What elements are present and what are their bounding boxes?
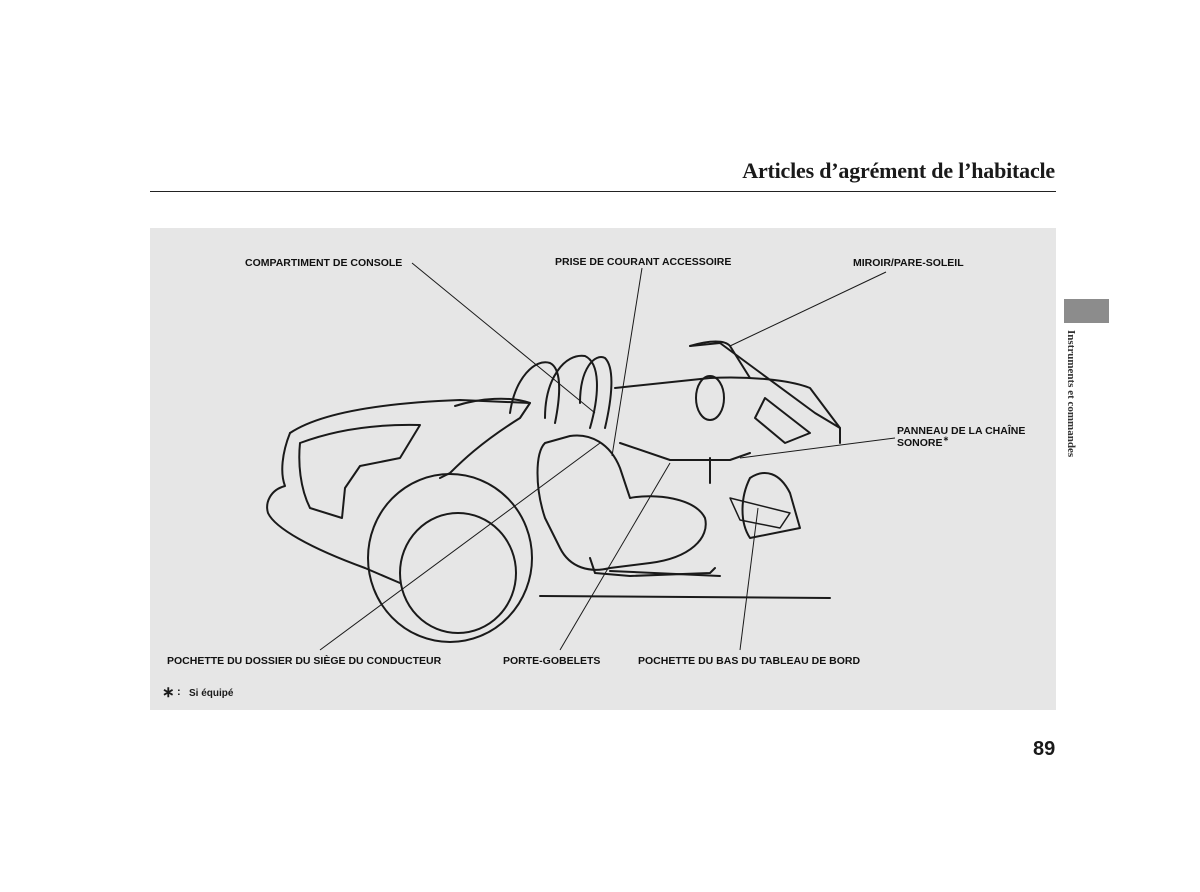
car-sill <box>539 595 831 599</box>
callout-lower-dash-pocket: POCHETTE DU BAS DU TABLEAU DE BORD <box>638 655 861 667</box>
rear-deck <box>454 397 531 419</box>
footnote-text: Si équipé <box>189 688 234 699</box>
leader-seat-pocket <box>319 442 601 651</box>
seatback-right <box>544 354 598 429</box>
callout-audio-panel-line1: PANNEAU DE LA CHAÎNE <box>897 425 1026 437</box>
rear-wheel-outer <box>367 473 533 643</box>
interior-figure: COMPARTIMENT DE CONSOLE PRISE DE COURANT… <box>150 228 1056 710</box>
page-title: Articles d’agrément de l’habitacle <box>742 158 1055 183</box>
lower-dash <box>741 472 801 539</box>
callout-mirror: MIROIR/PARE-SOLEIL <box>853 257 964 269</box>
car-rear-window <box>298 423 421 519</box>
section-tab-label: Instruments et commandes <box>1065 330 1077 458</box>
car-rear-fender <box>266 432 401 584</box>
leader-mirror <box>729 271 887 347</box>
dashboard <box>614 376 841 444</box>
seatback-left <box>509 361 561 424</box>
footnote-asterisk: ∗ <box>162 684 175 701</box>
section-tab <box>1064 299 1109 323</box>
callout-cup-holders: PORTE-GOBELETS <box>503 655 601 667</box>
header-rule <box>150 191 1056 192</box>
floor-mat <box>729 497 791 529</box>
callout-audio-panel-asterisk: ∗ <box>943 436 949 443</box>
callout-audio-panel-line2: SONORE <box>897 437 943 449</box>
leader-power-outlet <box>611 267 643 457</box>
leader-audio-panel <box>739 437 896 459</box>
callout-seat-pocket: POCHETTE DU DOSSIER DU SIÈGE DU CONDUCTE… <box>167 655 442 667</box>
windshield-frame <box>689 342 841 429</box>
leader-console <box>411 262 596 414</box>
callout-console: COMPARTIMENT DE CONSOLE <box>245 257 403 269</box>
driver-seat-base <box>589 557 716 577</box>
leader-lower-dash <box>739 507 759 651</box>
rear-wheel-inner <box>399 512 517 634</box>
steering-wheel <box>695 375 725 421</box>
driver-seat <box>536 434 707 571</box>
car-interior-illustration <box>266 262 896 651</box>
windshield-header <box>689 340 751 379</box>
center-console <box>619 442 751 461</box>
page-number: 89 <box>1033 738 1056 760</box>
sun-visor <box>754 397 811 444</box>
seat-rail <box>609 570 721 577</box>
footnote-separator: : <box>177 686 181 698</box>
car-rear-body <box>289 399 531 479</box>
callout-power-outlet: PRISE DE COURANT ACCESSOIRE <box>555 256 732 268</box>
leader-cup-holders <box>559 462 671 651</box>
seatback-outer <box>579 356 613 429</box>
